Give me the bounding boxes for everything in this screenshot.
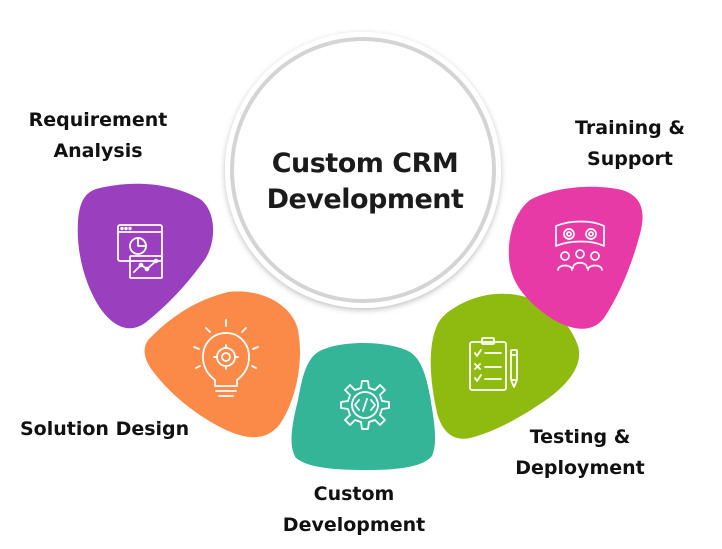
center-title-line1: Custom CRM bbox=[271, 148, 459, 179]
label-line: Solution Design bbox=[20, 418, 190, 440]
training-support-shape bbox=[508, 186, 643, 329]
analytics-report-icon bbox=[117, 224, 163, 279]
center-title-line2: Development bbox=[266, 184, 464, 215]
center-title: Custom CRM Development bbox=[250, 146, 480, 218]
step-requirement-analysis bbox=[77, 183, 214, 329]
checklist-pencil-icon bbox=[469, 337, 518, 391]
custom-development-shape bbox=[291, 343, 436, 470]
lightbulb-gear-icon bbox=[193, 319, 259, 397]
label-line: Training & bbox=[575, 117, 685, 139]
label-requirement-analysis: Requirement Analysis bbox=[22, 105, 174, 167]
label-line: Analysis bbox=[53, 140, 143, 162]
label-line: Deployment bbox=[515, 457, 645, 479]
label-line: Requirement bbox=[28, 109, 168, 131]
label-line: Support bbox=[587, 148, 673, 170]
team-training-icon bbox=[555, 220, 605, 271]
label-testing-deployment: Testing & Deployment bbox=[508, 422, 652, 484]
label-line: Custom bbox=[313, 483, 395, 505]
step-testing-deployment bbox=[430, 293, 580, 439]
label-training-support: Training & Support bbox=[566, 113, 694, 175]
label-line: Testing & bbox=[529, 426, 631, 448]
step-training-support bbox=[508, 186, 643, 329]
step-custom-development bbox=[291, 343, 436, 470]
label-line: Development bbox=[282, 514, 426, 536]
label-solution-design: Solution Design bbox=[20, 414, 198, 445]
step-solution-design bbox=[144, 291, 300, 438]
testing-deployment-shape bbox=[430, 293, 580, 439]
center-circle bbox=[225, 32, 501, 308]
code-gear-icon bbox=[340, 380, 390, 430]
label-custom-development: Custom Development bbox=[276, 479, 432, 541]
